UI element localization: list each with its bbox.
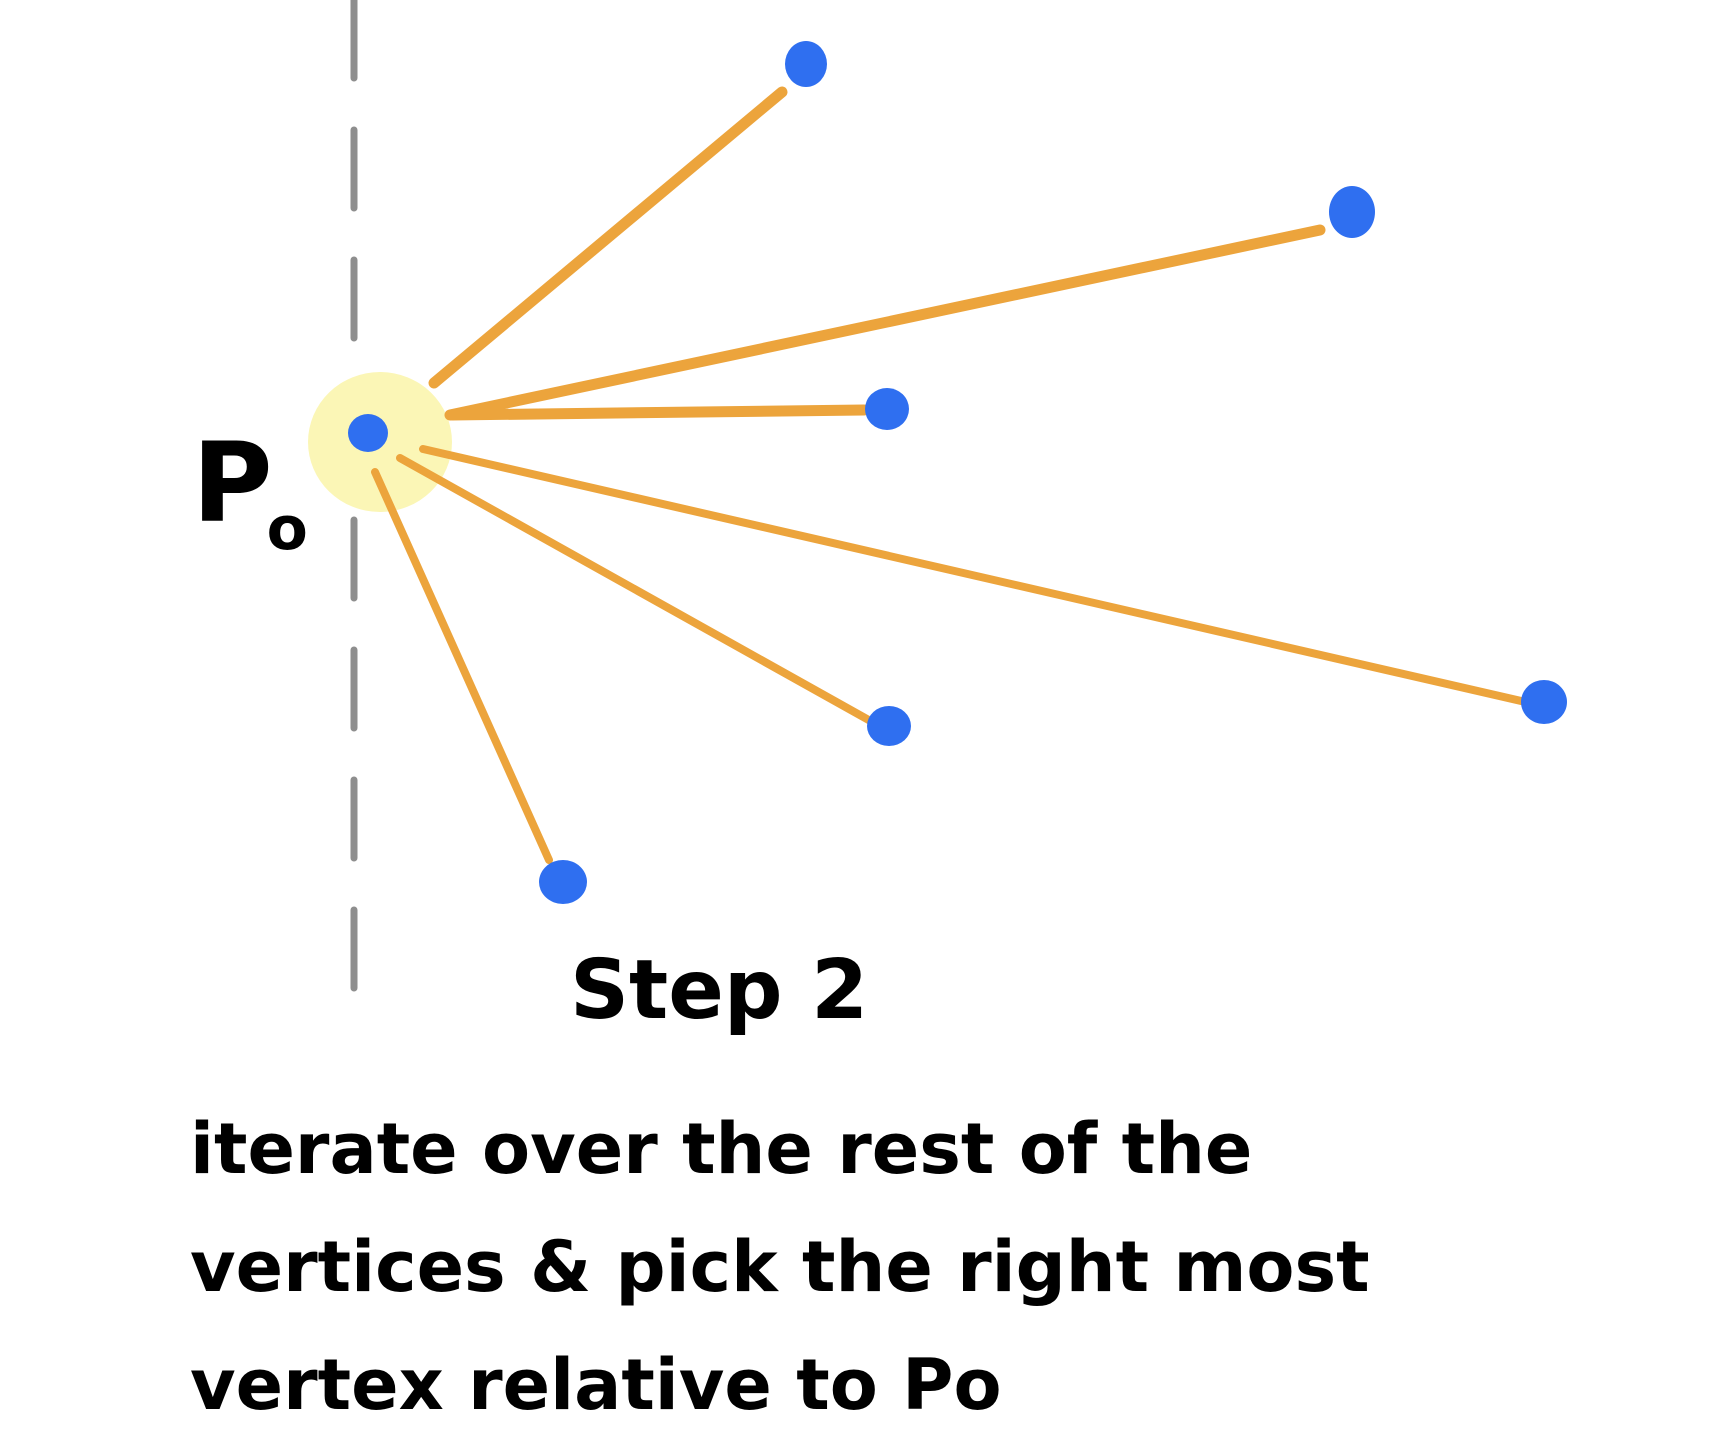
vertex-1 (785, 41, 827, 87)
step-title: Step 2 (570, 943, 869, 1038)
vertex-p0 (348, 414, 388, 452)
segment-to-vertex-6 (371, 468, 553, 864)
vertices (348, 41, 1567, 904)
vertex-4 (1521, 680, 1567, 724)
vertex-2 (1329, 186, 1375, 238)
caption-line-3: vertex relative to Po (190, 1344, 1002, 1426)
vertex-5 (867, 706, 911, 746)
vertex-6 (539, 860, 587, 904)
p0-label-main: P (192, 419, 273, 547)
p0-label: Po (192, 428, 314, 559)
segment-to-vertex-5 (396, 454, 887, 732)
segment-to-vertex-3 (446, 404, 870, 421)
caption-line-1: iterate over the rest of the (190, 1108, 1253, 1190)
segment-to-vertex-1 (428, 86, 788, 389)
segment-to-vertex-2 (444, 224, 1326, 421)
caption-line-2: vertices & pick the right most (190, 1226, 1370, 1308)
p0-label-subscript: o (266, 494, 308, 564)
vertex-3 (865, 388, 909, 430)
segments (371, 86, 1534, 864)
caption: iterate over the rest of the vertices & … (190, 1090, 1690, 1444)
segment-to-vertex-4 (419, 445, 1534, 707)
